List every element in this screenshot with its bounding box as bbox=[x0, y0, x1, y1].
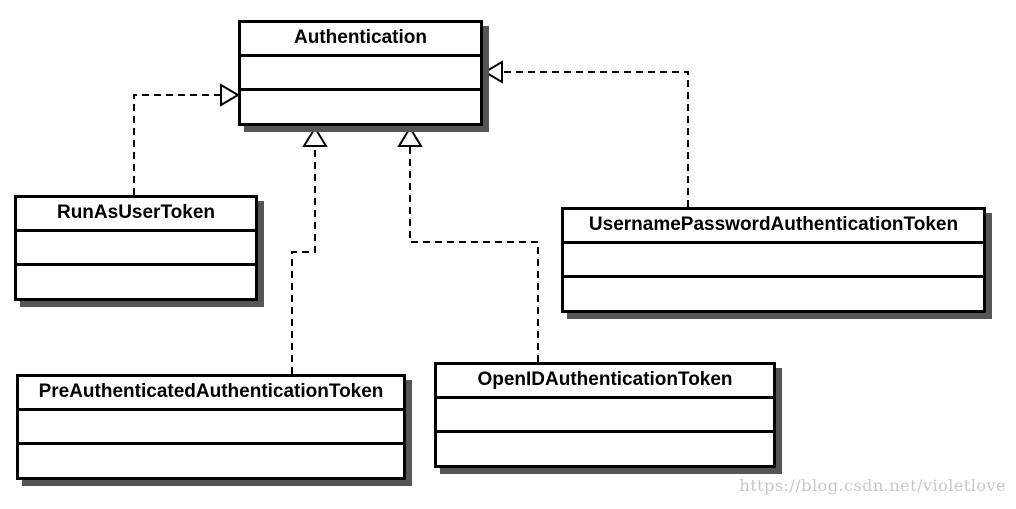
attributes-compartment bbox=[241, 57, 480, 91]
attributes-compartment bbox=[437, 399, 773, 433]
class-name: OpenIDAuthenticationToken bbox=[437, 365, 773, 399]
class-authentication: Authentication bbox=[238, 20, 483, 126]
methods-compartment bbox=[17, 266, 255, 300]
class-run-as-user-token: RunAsUserToken bbox=[14, 195, 258, 301]
connector-pre-authenticated-token bbox=[291, 146, 316, 374]
class-name: RunAsUserToken bbox=[17, 198, 255, 232]
methods-compartment bbox=[437, 433, 773, 467]
class-name: PreAuthenticatedAuthenticationToken bbox=[19, 377, 403, 411]
class-name: UsernamePasswordAuthenticationToken bbox=[564, 210, 983, 244]
class-name: Authentication bbox=[241, 23, 480, 57]
attributes-compartment bbox=[564, 244, 983, 278]
class-pre-authenticated-authentication-token: PreAuthenticatedAuthenticationToken bbox=[16, 374, 406, 480]
watermark-url: https://blog.csdn.net/violetlove bbox=[739, 476, 1006, 495]
realization-arrowhead-left bbox=[220, 83, 240, 107]
realization-arrowhead-openid bbox=[397, 126, 423, 147]
connector-openid-token bbox=[409, 146, 539, 362]
attributes-compartment bbox=[17, 232, 255, 266]
methods-compartment bbox=[564, 278, 983, 312]
connector-run-as-user-token bbox=[133, 94, 221, 195]
connector-username-password-token bbox=[502, 71, 689, 207]
class-openid-authentication-token: OpenIDAuthenticationToken bbox=[434, 362, 776, 468]
realization-arrowhead-right bbox=[483, 60, 503, 84]
methods-compartment bbox=[19, 445, 403, 479]
realization-arrowhead-pre-auth bbox=[302, 126, 328, 147]
methods-compartment bbox=[241, 91, 480, 125]
attributes-compartment bbox=[19, 411, 403, 445]
class-username-password-authentication-token: UsernamePasswordAuthenticationToken bbox=[561, 207, 986, 313]
